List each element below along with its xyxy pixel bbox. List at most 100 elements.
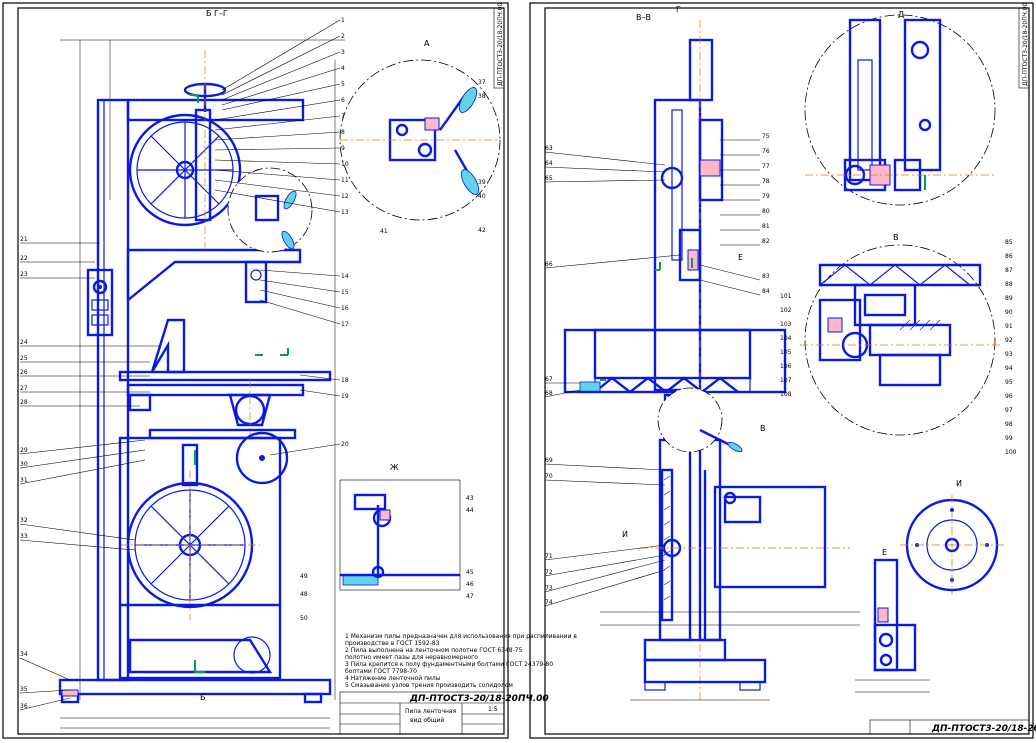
left-callout-46: 46 [466, 581, 474, 588]
right-callout-105: 105 [780, 349, 792, 356]
right-callout-88: 88 [1005, 281, 1013, 288]
left-callout-18: 18 [341, 377, 349, 384]
right-callout-101: 101 [780, 293, 792, 300]
right-callout-107: 107 [780, 377, 792, 384]
left-callout-36: 36 [20, 703, 28, 710]
svg-text:болтами ГОСТ 7798-70: болтами ГОСТ 7798-70 [345, 668, 417, 675]
title-name-line1: Пила ленточная [405, 708, 457, 715]
detail-v-view: В [800, 233, 1000, 436]
left-callout-48: 48 [300, 591, 308, 598]
right-callout-84: 84 [762, 288, 770, 295]
left-main-view [58, 39, 345, 729]
left-callout-32: 32 [20, 517, 28, 524]
right-callout-95: 95 [1005, 379, 1013, 386]
left-callout-2: 2 [341, 33, 345, 40]
right-side-code: ДП-ПТОСТ3-20/18-20ПЧ.00 [1022, 2, 1029, 86]
detail-i-view: И [900, 479, 1005, 595]
right-side-stamp [1018, 7, 1030, 89]
left-callout-13: 13 [341, 209, 349, 216]
control-box [86, 268, 114, 337]
left-callout-42: 42 [478, 227, 486, 234]
detail-e-small-label: Е [882, 548, 887, 557]
left-callout-6: 6 [341, 97, 345, 104]
left-side-stamp [493, 7, 505, 89]
svg-text:5 Смазывание узлов трения прои: 5 Смазывание узлов трения производить со… [345, 682, 513, 689]
left-callout-45: 45 [466, 569, 474, 576]
left-sheet-frame [2, 2, 509, 739]
worktable [118, 370, 332, 382]
right-callout-104: 104 [780, 335, 792, 342]
right-callout-97: 97 [1005, 407, 1013, 414]
right-callout-70: 70 [545, 473, 553, 480]
left-callout-25: 25 [20, 355, 28, 362]
left-callouts [19, 19, 341, 711]
right-callout-89: 89 [1005, 295, 1013, 302]
right-title-block: ДП-ПТОСТ3-20/18-20ПЧ.00 [869, 719, 1036, 735]
right-callout-86: 86 [1005, 253, 1013, 260]
left-callout-5: 5 [341, 81, 345, 88]
right-callout-93: 93 [1005, 351, 1013, 358]
detail-i-label: И [956, 479, 962, 488]
svg-text:4 Натяжение ленточной пилы: 4 Натяжение ленточной пилы [345, 675, 441, 682]
left-callout-31: 31 [20, 477, 28, 484]
right-callout-66: 66 [545, 261, 553, 268]
right-sheet-inner-frame [544, 7, 1030, 735]
left-callout-39: 39 [478, 179, 486, 186]
left-callout-4: 4 [341, 65, 345, 72]
left-callout-50: 50 [300, 615, 308, 622]
detail-e-small-view: Е [855, 548, 930, 693]
detail-v-label: В [893, 233, 899, 242]
right-callout-72: 72 [545, 569, 553, 576]
right-callout-76: 76 [762, 148, 770, 155]
left-callout-15: 15 [341, 289, 349, 296]
right-callout-69: 69 [545, 457, 553, 464]
detail-zh-view: Ж [339, 463, 461, 591]
left-drawing-code: ДП-ПТОСТ3-20/18-20ПЧ.00 [409, 694, 549, 704]
left-callout-1: 1 [341, 17, 345, 24]
right-callout-80: 80 [762, 208, 770, 215]
left-callout-22: 22 [20, 255, 28, 262]
left-callout-9: 9 [341, 145, 345, 152]
right-callouts [544, 139, 761, 607]
left-callout-24: 24 [20, 339, 28, 346]
right-callout-79: 79 [762, 193, 770, 200]
left-callout-43: 43 [466, 495, 474, 502]
left-callout-41: 41 [380, 228, 388, 235]
right-drawing-code: ДП-ПТОСТ3-20/18-20ПЧ.00 [931, 724, 1036, 734]
left-callout-35: 35 [20, 686, 28, 693]
left-callout-37: 37 [478, 79, 486, 86]
right-callout-64: 64 [545, 160, 553, 167]
right-callout-85: 85 [1005, 239, 1013, 246]
left-callout-14: 14 [341, 273, 349, 280]
title-scale: 1:5 [488, 706, 498, 713]
svg-text:полотно имеет пазы для неравно: полотно имеет пазы для неравномерного [345, 654, 478, 661]
right-callout-94: 94 [1005, 365, 1013, 372]
saw-base [58, 678, 332, 696]
detail-d-view: Д [804, 10, 996, 206]
section-vv-label: В–В [636, 13, 651, 22]
section-gg-label: Б Г–Г [206, 9, 228, 18]
right-callout-73: 73 [545, 585, 553, 592]
detail-a-label: А [424, 39, 430, 48]
detail-e-marker: Е [738, 253, 743, 262]
g-mark-label: Г [676, 5, 681, 14]
detail-i-marker: И [622, 530, 628, 539]
motor [713, 485, 827, 589]
right-callout-82: 82 [762, 238, 770, 245]
right-callout-102: 102 [780, 307, 792, 314]
left-callout-38: 38 [478, 93, 486, 100]
detail-v-marker: В [760, 424, 766, 433]
right-callout-90: 90 [1005, 309, 1013, 316]
left-callout-49: 49 [300, 573, 308, 580]
right-callout-78: 78 [762, 178, 770, 185]
right-base [643, 638, 727, 662]
right-main-view [563, 20, 860, 701]
right-callout-63: 63 [545, 145, 553, 152]
right-callout-87: 87 [1005, 267, 1013, 274]
right-callout-103: 103 [780, 321, 792, 328]
upper-wheel [128, 113, 242, 227]
right-callout-83: 83 [762, 273, 770, 280]
table-trunnion [228, 393, 272, 427]
